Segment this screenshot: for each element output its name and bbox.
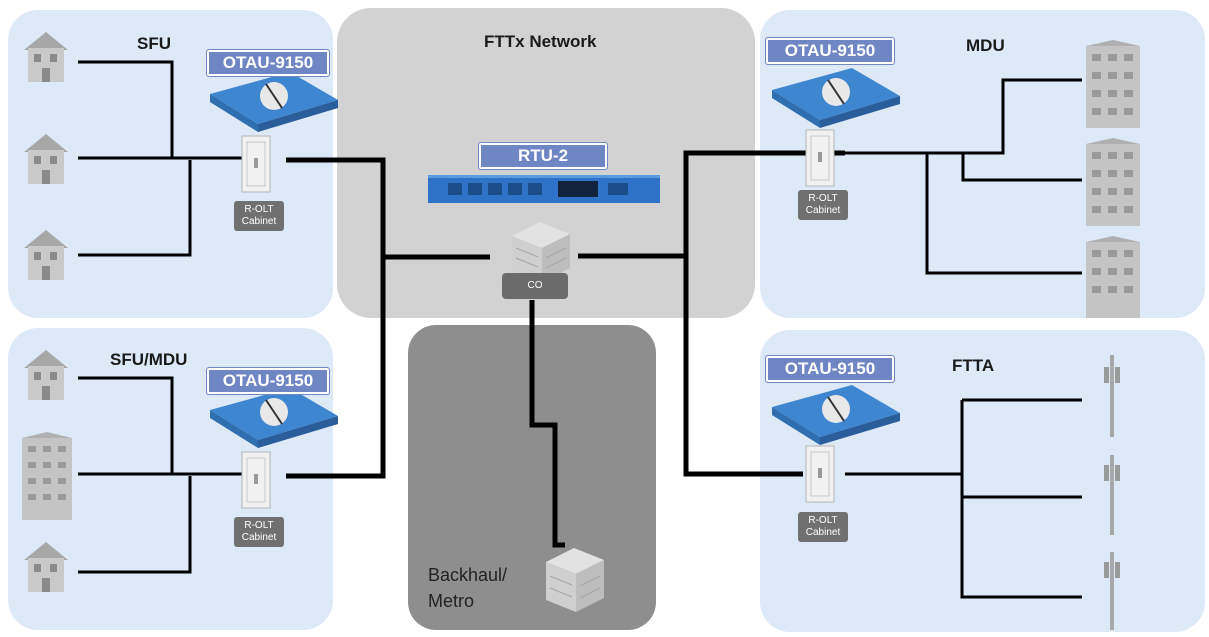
cell-tower-icon — [1104, 455, 1120, 535]
ftta-otau-badge: OTAU-9150 — [766, 356, 894, 382]
ftta-title: FTTA — [952, 356, 995, 375]
sfu-mdu-title: SFU/MDU — [110, 350, 188, 369]
sfu-otau-badge: OTAU-9150 — [207, 50, 329, 76]
house-icon — [24, 230, 68, 280]
feeder-lines — [286, 150, 845, 548]
co-label: CO — [502, 273, 568, 299]
otau-switch-icon — [772, 68, 900, 128]
rtu-badge: RTU-2 — [479, 143, 607, 169]
otau-switch-icon — [210, 388, 338, 448]
sfu-mdu-cabinet-label: R-OLT Cabinet — [234, 517, 284, 547]
house-icon — [24, 542, 68, 592]
server-icon — [546, 548, 604, 612]
fttx-title: FTTx Network — [484, 32, 597, 51]
mdu-title: MDU — [966, 36, 1005, 55]
otau-switch-icon — [210, 72, 338, 132]
cabinet-icon — [805, 129, 835, 187]
backhaul-title: Backhaul/ Metro — [428, 565, 508, 611]
otau-switch-icon — [772, 385, 900, 445]
cabinet-icon — [241, 135, 271, 193]
ftta-cabinet-label: R-OLT Cabinet — [798, 512, 848, 542]
cabinet-icon — [241, 451, 271, 509]
building-icon — [1086, 236, 1140, 318]
cell-tower-icon — [1104, 355, 1120, 437]
cell-tower-icon — [1104, 552, 1120, 630]
building-icon — [22, 432, 72, 520]
house-icon — [24, 134, 68, 184]
building-icon — [1086, 40, 1140, 128]
backhaul-region — [408, 325, 656, 630]
rtu-rack-icon — [428, 175, 660, 203]
mdu-otau-badge: OTAU-9150 — [766, 38, 894, 64]
sfu-mdu-otau-badge: OTAU-9150 — [207, 368, 329, 394]
cabinet-icon — [805, 445, 835, 503]
mdu-cabinet-label: R-OLT Cabinet — [798, 190, 848, 220]
sfu-title: SFU — [137, 34, 171, 53]
ftta-distribution-lines — [845, 398, 1082, 599]
sfu-distribution-lines — [78, 60, 248, 257]
house-icon — [24, 32, 68, 82]
server-icon — [512, 222, 570, 282]
sfu-cabinet-label: R-OLT Cabinet — [234, 201, 284, 231]
house-icon — [24, 350, 68, 400]
sfu-mdu-distribution-lines — [78, 376, 248, 574]
mdu-distribution-lines — [845, 78, 1082, 275]
building-icon — [1086, 138, 1140, 226]
